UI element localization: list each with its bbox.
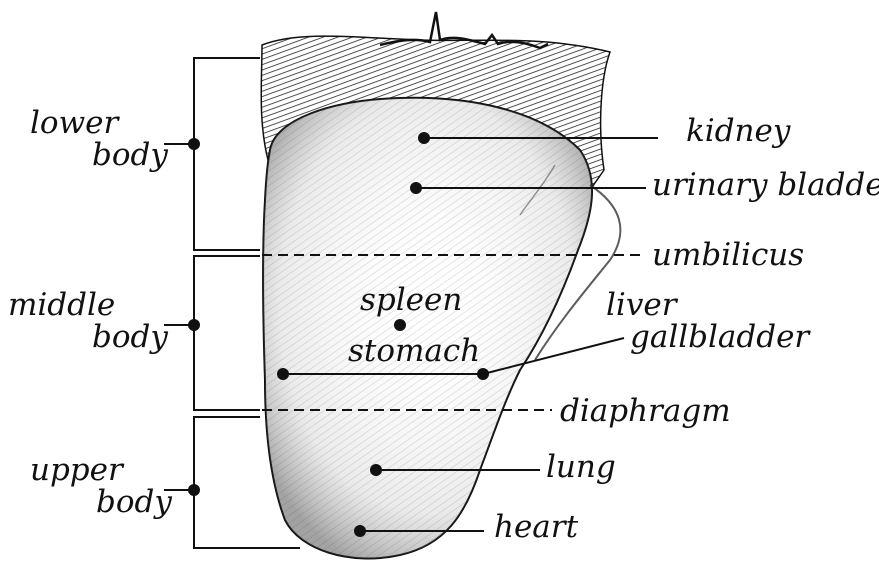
label-liver: liver — [606, 290, 677, 321]
label-kidney: kidney — [686, 116, 790, 147]
label-diaphragm: diaphragm — [560, 396, 731, 427]
lower-zone-word1: lower — [30, 108, 118, 139]
label-stomach: stomach — [348, 336, 480, 367]
tongue-shading — [263, 98, 592, 559]
upper-zone-word2: body — [96, 487, 172, 518]
label-umbilicus: umbilicus — [652, 240, 804, 271]
upper-zone-word1: upper — [30, 455, 123, 486]
label-urinary-bladder: urinary bladder — [652, 170, 879, 201]
label-lung: lung — [546, 452, 616, 483]
middle-zone-word1: middle — [8, 290, 115, 321]
lower-zone-word2: body — [92, 140, 168, 171]
label-heart: heart — [494, 512, 578, 543]
middle-zone-word2: body — [92, 322, 168, 353]
label-gallbladder: gallbladder — [630, 322, 809, 353]
label-spleen: spleen — [360, 285, 462, 316]
